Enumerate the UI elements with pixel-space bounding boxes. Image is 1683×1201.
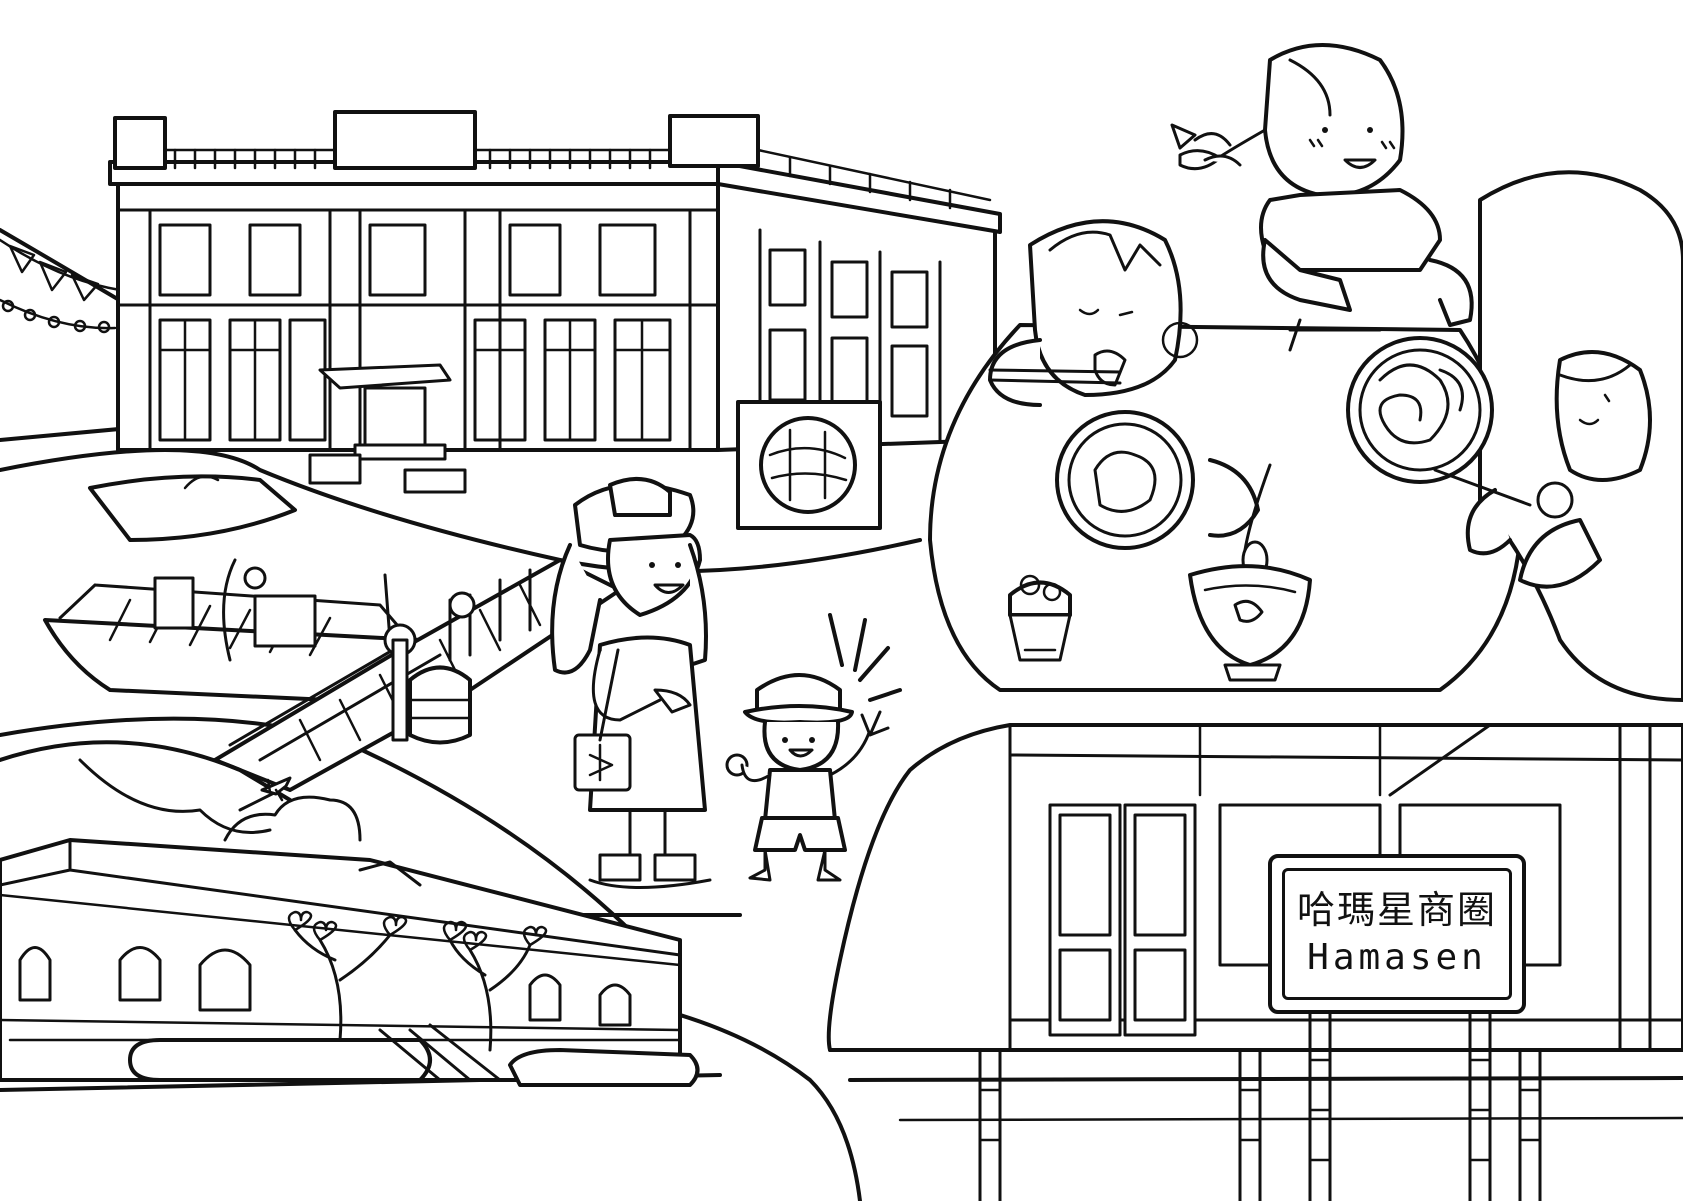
sign-chinese-name: 哈瑪星商圈 <box>1296 888 1497 933</box>
harbor-boats <box>43 474 422 702</box>
light-rail-tram <box>826 723 1683 1201</box>
pennant-bunting-icon <box>0 238 122 334</box>
colonial-building <box>108 110 1002 494</box>
airplane-icon <box>238 776 292 812</box>
heart-tree-icon <box>287 910 548 1052</box>
wooden-pier <box>213 558 622 792</box>
dining-scene <box>928 43 1683 702</box>
sign-inner-border <box>1282 868 1512 1000</box>
shop-logo-badge-icon <box>736 400 882 530</box>
hill-with-clouds <box>0 740 362 842</box>
station-building <box>0 838 700 1087</box>
sign-english-name: Hamasen <box>1307 937 1487 979</box>
mother-and-child <box>550 476 902 889</box>
hamasen-shopping-district-sign: 哈瑪星商圈 Hamasen <box>1268 854 1526 1014</box>
